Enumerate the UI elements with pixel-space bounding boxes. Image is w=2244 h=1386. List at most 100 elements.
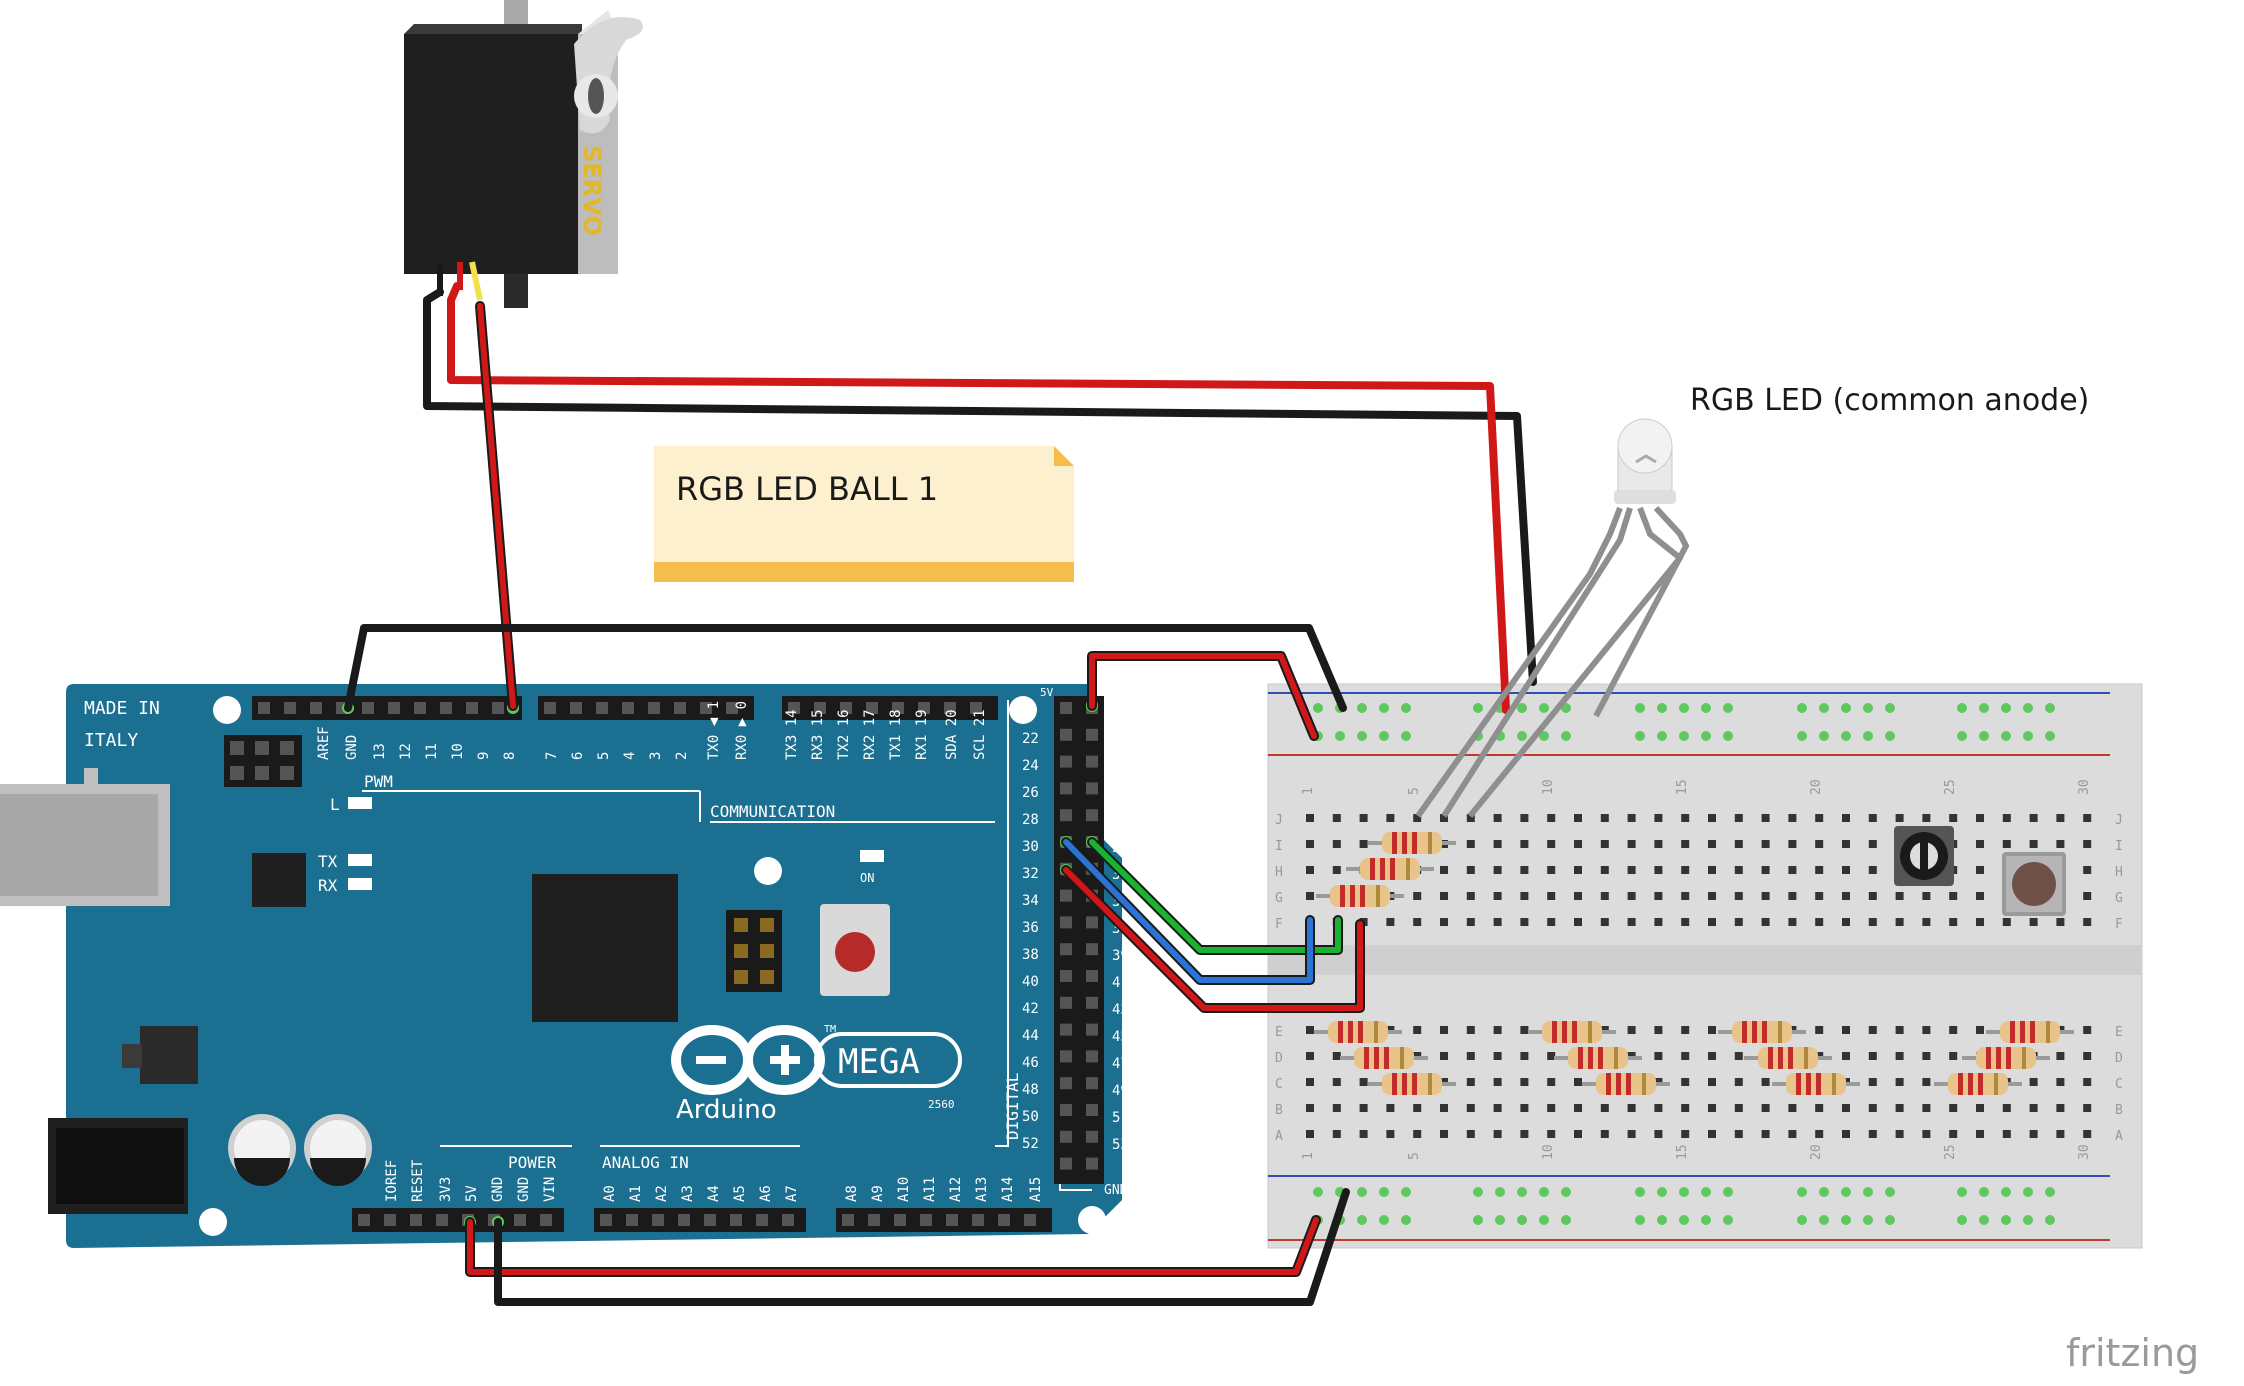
- breadboard-hole[interactable]: [1413, 1026, 1422, 1034]
- rail-hole[interactable]: [2023, 1187, 2033, 1197]
- breadboard-hole[interactable]: [1520, 918, 1529, 926]
- breadboard-hole[interactable]: [1922, 1104, 1931, 1112]
- breadboard-hole[interactable]: [1895, 1130, 1904, 1138]
- rail-hole[interactable]: [1379, 703, 1389, 713]
- header-pin[interactable]: [704, 1214, 716, 1226]
- breadboard-hole[interactable]: [1734, 892, 1743, 900]
- breadboard-hole[interactable]: [1466, 1052, 1475, 1060]
- breadboard-hole[interactable]: [1386, 814, 1395, 822]
- breadboard-hole[interactable]: [1386, 918, 1395, 926]
- rail-hole[interactable]: [1561, 1187, 1571, 1197]
- header-pin[interactable]: [600, 1214, 612, 1226]
- rail-hole[interactable]: [1701, 1215, 1711, 1225]
- breadboard-hole[interactable]: [1734, 1104, 1743, 1112]
- breadboard-hole[interactable]: [1359, 1130, 1368, 1138]
- rail-hole[interactable]: [1401, 703, 1411, 713]
- rail-hole[interactable]: [1657, 1215, 1667, 1225]
- breadboard-hole[interactable]: [1466, 866, 1475, 874]
- header-pin[interactable]: [1060, 889, 1072, 902]
- breadboard-hole[interactable]: [2083, 1052, 2092, 1060]
- breadboard-hole[interactable]: [1493, 1052, 1502, 1060]
- breadboard-hole[interactable]: [1681, 892, 1690, 900]
- breadboard-hole[interactable]: [1306, 1078, 1314, 1086]
- rail-hole[interactable]: [1841, 1215, 1851, 1225]
- breadboard-hole[interactable]: [1574, 840, 1582, 848]
- breadboard-hole[interactable]: [1574, 918, 1582, 926]
- header-pin[interactable]: [466, 702, 478, 714]
- breadboard-hole[interactable]: [1493, 1026, 1502, 1034]
- breadboard-hole[interactable]: [1520, 866, 1529, 874]
- breadboard-hole[interactable]: [1574, 866, 1582, 874]
- rail-hole[interactable]: [1313, 703, 1323, 713]
- header-pin[interactable]: [1060, 970, 1072, 982]
- breadboard-hole[interactable]: [1976, 866, 1984, 874]
- breadboard-hole[interactable]: [2029, 1130, 2038, 1138]
- breadboard-hole[interactable]: [1306, 892, 1314, 900]
- rail-hole[interactable]: [1517, 731, 1527, 741]
- breadboard-hole[interactable]: [1815, 1130, 1824, 1138]
- breadboard-hole[interactable]: [1708, 1052, 1716, 1060]
- header-pin[interactable]: [388, 702, 400, 714]
- header-pin[interactable]: [946, 1214, 958, 1226]
- breadboard-hole[interactable]: [1654, 1052, 1663, 1060]
- breadboard-hole[interactable]: [1574, 1130, 1582, 1138]
- breadboard-hole[interactable]: [1413, 892, 1422, 900]
- breadboard-hole[interactable]: [1976, 918, 1984, 926]
- header-pin[interactable]: [1060, 755, 1072, 768]
- header-pin[interactable]: [892, 702, 904, 714]
- header-pin[interactable]: [1086, 1023, 1098, 1036]
- rail-hole[interactable]: [1863, 731, 1873, 741]
- breadboard-hole[interactable]: [1976, 814, 1984, 822]
- breadboard-hole[interactable]: [1708, 918, 1716, 926]
- breadboard-hole[interactable]: [1949, 892, 1958, 900]
- breadboard-hole[interactable]: [1949, 1026, 1958, 1034]
- breadboard-hole[interactable]: [1332, 1130, 1341, 1138]
- breadboard-hole[interactable]: [1654, 1026, 1663, 1034]
- header-pin[interactable]: [970, 702, 982, 714]
- rail-hole[interactable]: [1979, 1187, 1989, 1197]
- header-pin[interactable]: [1060, 1130, 1072, 1143]
- rail-hole[interactable]: [1357, 731, 1367, 741]
- breadboard-hole[interactable]: [1761, 892, 1770, 900]
- breadboard-hole[interactable]: [1976, 840, 1984, 848]
- rail-hole[interactable]: [1635, 1215, 1645, 1225]
- rail-hole[interactable]: [1401, 1215, 1411, 1225]
- breadboard-hole[interactable]: [1734, 840, 1743, 848]
- breadboard-hole[interactable]: [1547, 1104, 1556, 1112]
- breadboard-hole[interactable]: [1681, 1052, 1690, 1060]
- rail-hole[interactable]: [1841, 731, 1851, 741]
- breadboard-hole[interactable]: [1842, 1052, 1850, 1060]
- breadboard-hole[interactable]: [2029, 814, 2038, 822]
- header-pin[interactable]: [1086, 755, 1098, 768]
- breadboard-hole[interactable]: [1681, 1026, 1690, 1034]
- breadboard-hole[interactable]: [1842, 814, 1850, 822]
- rail-hole[interactable]: [1797, 1187, 1807, 1197]
- breadboard-hole[interactable]: [1547, 892, 1556, 900]
- breadboard-hole[interactable]: [1895, 918, 1904, 926]
- breadboard-hole[interactable]: [1788, 1104, 1797, 1112]
- header-pin[interactable]: [674, 702, 686, 714]
- breadboard-hole[interactable]: [1734, 1052, 1743, 1060]
- breadboard-hole[interactable]: [1440, 866, 1448, 874]
- header-pin[interactable]: [1086, 1104, 1098, 1116]
- rail-hole[interactable]: [1561, 731, 1571, 741]
- header-pin[interactable]: [678, 1214, 690, 1226]
- rail-hole[interactable]: [1679, 1187, 1689, 1197]
- breadboard-hole[interactable]: [2002, 1104, 2011, 1112]
- breadboard-hole[interactable]: [1815, 918, 1824, 926]
- header-pin[interactable]: [1086, 943, 1098, 956]
- breadboard-hole[interactable]: [1949, 1052, 1958, 1060]
- breadboard-hole[interactable]: [1949, 918, 1958, 926]
- breadboard-hole[interactable]: [1895, 1026, 1904, 1034]
- breadboard-hole[interactable]: [1600, 892, 1609, 900]
- breadboard-hole[interactable]: [1466, 1130, 1475, 1138]
- rail-hole[interactable]: [1885, 1215, 1895, 1225]
- header-pin[interactable]: [1086, 728, 1098, 741]
- breadboard-hole[interactable]: [1359, 840, 1368, 848]
- rail-hole[interactable]: [2023, 731, 2033, 741]
- breadboard-hole[interactable]: [1681, 814, 1690, 822]
- breadboard-hole[interactable]: [1520, 1130, 1529, 1138]
- breadboard-hole[interactable]: [1386, 1104, 1395, 1112]
- header-pin[interactable]: [918, 702, 930, 714]
- rail-hole[interactable]: [1473, 1187, 1483, 1197]
